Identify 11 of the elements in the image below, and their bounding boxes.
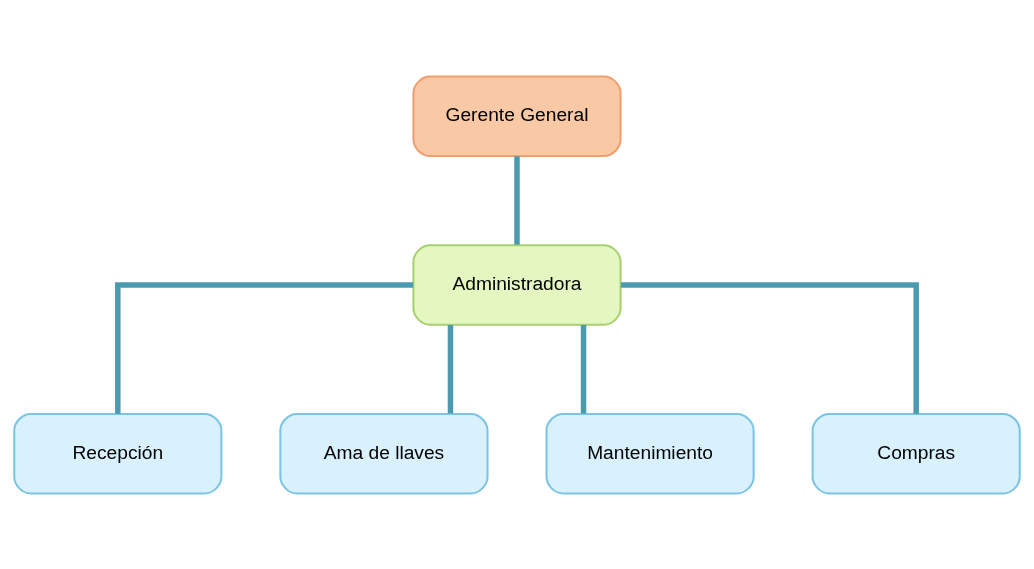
node-box: Recepción — [13, 412, 223, 495]
connector — [514, 155, 520, 245]
node-box: Compras — [811, 412, 1021, 495]
node-box: Gerente General — [412, 74, 622, 157]
node-box: Mantenimiento — [545, 412, 755, 495]
node-box: Administradora — [412, 243, 622, 326]
connector — [580, 324, 587, 413]
node-box: Ama de llaves — [279, 412, 489, 495]
connector — [115, 281, 414, 414]
connector — [447, 324, 454, 413]
connector — [620, 281, 919, 414]
